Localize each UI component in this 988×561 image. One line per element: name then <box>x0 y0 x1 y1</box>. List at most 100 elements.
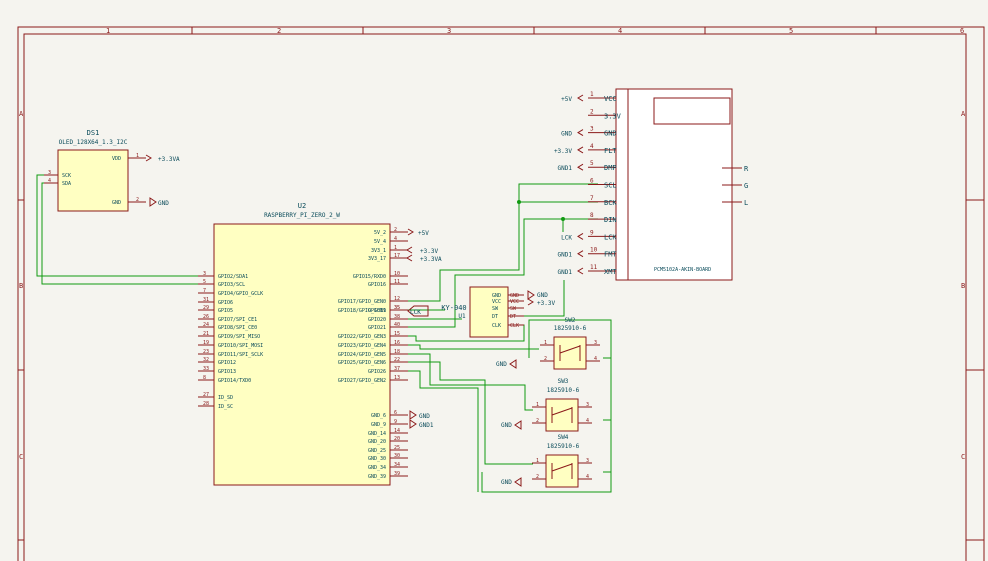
u2-right-pin-num: 17 <box>394 253 400 259</box>
u2-left-pin-num: 5 <box>203 279 206 285</box>
dac-pin-name: VCC <box>604 95 617 103</box>
switch-pin-num: 4 <box>586 474 589 480</box>
ds1-value: OLED_128X64_1.3_I2C <box>59 139 128 146</box>
dac-pin-name: SCL <box>604 182 617 190</box>
u2-right-pin-num: 16 <box>394 340 400 346</box>
u2-left-pin-name: ID_SC <box>218 404 233 410</box>
u2-right-pin-name: 5V_2 <box>374 230 386 236</box>
ds1-ref: DS1 <box>87 129 100 137</box>
dac-pin-num: 11 <box>590 264 598 271</box>
dac-pin-name: LCK <box>604 233 617 241</box>
ds1-net-3v3a: +3.3VA <box>158 156 180 163</box>
u2-right-pin-name: GPIO17/GPIO_GEN0 <box>338 299 386 305</box>
switch-pin-num: 1 <box>536 458 539 464</box>
ds1-pin2-num: 2 <box>136 197 139 203</box>
u2-left-pin-name: GPIO2/SDA1 <box>218 274 248 280</box>
dac-pin-num: 8 <box>590 212 594 219</box>
switch-pin-num: 2 <box>536 418 539 424</box>
dac-pin-net: GND1 <box>558 165 573 172</box>
u2-right-pin-num: 9 <box>394 419 397 425</box>
dac-pin-num: 4 <box>590 143 594 150</box>
u2-left-pin-name: GPIO8/SPI_CE0 <box>218 325 257 331</box>
u2-right-pin-num: 2 <box>394 227 397 233</box>
dac-pin-net: GND1 <box>558 269 573 276</box>
dac-pins: 1VCC+5V23.3V3GNDGND4FLT+3.3V5DMPGND16SCL… <box>554 91 622 276</box>
u2-right-pin-name: GPIO25/GPIO_GEN6 <box>338 360 386 366</box>
dac-pin-num: 3 <box>590 126 594 133</box>
ds1-net-gnd: GND <box>158 200 169 207</box>
u2-right-pin-name: 5V_4 <box>374 239 386 245</box>
dac-pin-num: 2 <box>590 108 594 115</box>
dac-pin-num: 10 <box>590 247 598 254</box>
row-label-c-right: C <box>961 453 965 461</box>
dac-pin-net: LCK <box>561 234 572 241</box>
u1-pin-name: DT <box>492 314 498 320</box>
row-label-a-left: A <box>19 110 24 118</box>
u2-right-pin-name: GND_20 <box>368 439 386 445</box>
u1-pin-label: SW <box>510 306 517 312</box>
ds1-oled[interactable]: DS1 OLED_128X64_1.3_I2C 3 4 SCK SDA 1 2 … <box>44 129 180 212</box>
u2-left-pin-num: 31 <box>203 297 209 303</box>
u2-left-pin-num: 19 <box>203 340 209 346</box>
row-label-b-left: B <box>19 282 23 290</box>
u2-net-3v3a: +3.3VA <box>420 256 442 263</box>
u2-left-pin-num: 23 <box>203 349 209 355</box>
dac-value: PCM5102A-AKIN-BOARD <box>654 267 711 273</box>
u2-net-3v3v: +3.3V <box>420 248 438 255</box>
u1-pin-name: GND <box>492 293 501 299</box>
u2-left-pin-num: 26 <box>203 314 209 320</box>
u2-net-gnd: GND <box>419 413 430 420</box>
u2-right-pin-name: GPIO23/GPIO_GEN4 <box>338 343 386 349</box>
u2-right-pin-name: GPIO19 <box>368 308 386 314</box>
u2-left-pin-num: 21 <box>203 331 209 337</box>
dac-board[interactable]: 1VCC+5V23.3V3GNDGND4FLT+3.3V5DMPGND16SCL… <box>554 88 749 281</box>
switch-pin-num: 2 <box>544 356 547 362</box>
u2-right-pin-num: 35 <box>394 305 400 311</box>
u2-right-pin-name: GPIO26 <box>368 369 386 375</box>
col-label-3: 3 <box>447 27 451 35</box>
u2-right-pin-num: 22 <box>394 357 400 363</box>
dac-pin-net: GND <box>561 131 572 138</box>
u2-right-pin-num: 4 <box>394 236 397 242</box>
switch-pin-num: 3 <box>586 402 589 408</box>
u1-pin-label: DT <box>510 314 516 320</box>
switch-pin-num: 2 <box>536 474 539 480</box>
switch-value: 1825910-6 <box>547 387 580 394</box>
u2-right-pin-num: 13 <box>394 375 400 381</box>
u2-right-pin-name: GPIO22/GPIO_GEN3 <box>338 334 386 340</box>
u2-left-pin-num: 7 <box>203 288 206 294</box>
u2-net-5v: +5V <box>418 230 429 237</box>
u2-right-pin-num: 1 <box>394 245 397 251</box>
dac-out-r: R <box>744 165 749 173</box>
col-label-1: 1 <box>106 27 110 35</box>
switch-ref: SW2 <box>565 317 576 324</box>
dac-pin-num: 9 <box>590 229 594 236</box>
u2-left-pin-name: GPIO13 <box>218 369 236 375</box>
u2-right-pin-name: GPIO21 <box>368 325 386 331</box>
u1-net-gnd: GND <box>537 292 548 299</box>
u2-right-pin-num: 37 <box>394 366 400 372</box>
u2-net-gnd1: GND1 <box>419 422 434 429</box>
row-label-b-right: B <box>961 282 965 290</box>
dac-pin-net: +5V <box>561 96 572 103</box>
ds1-pin-gnd: GND <box>112 200 121 206</box>
u2-right-pin-name: GPIO18/GPIO_GEN1 <box>338 308 386 314</box>
u2-left-pin-num: 8 <box>203 375 206 381</box>
ds1-pin3-num: 3 <box>48 170 51 176</box>
u2-left-pin-name: GPIO11/SPI_SCLK <box>218 352 263 358</box>
u2-right-pin-num: 25 <box>394 445 400 451</box>
u2-left-pin-name: GPIO12 <box>218 360 236 366</box>
u2-right-pin-num: 11 <box>394 279 400 285</box>
dac-out-l: L <box>744 199 748 207</box>
u2-right-pin-num: 15 <box>394 331 400 337</box>
u1-pin-name: CLK <box>492 323 501 329</box>
u2-left-pin-name: GPIO14/TXD0 <box>218 378 251 384</box>
u2-right-pin-name: 3V3_17 <box>368 256 386 262</box>
u2-left-pin-name: GPIO4/GPIO_GCLK <box>218 291 263 297</box>
u2-right-pin-name: GND_34 <box>368 465 386 471</box>
